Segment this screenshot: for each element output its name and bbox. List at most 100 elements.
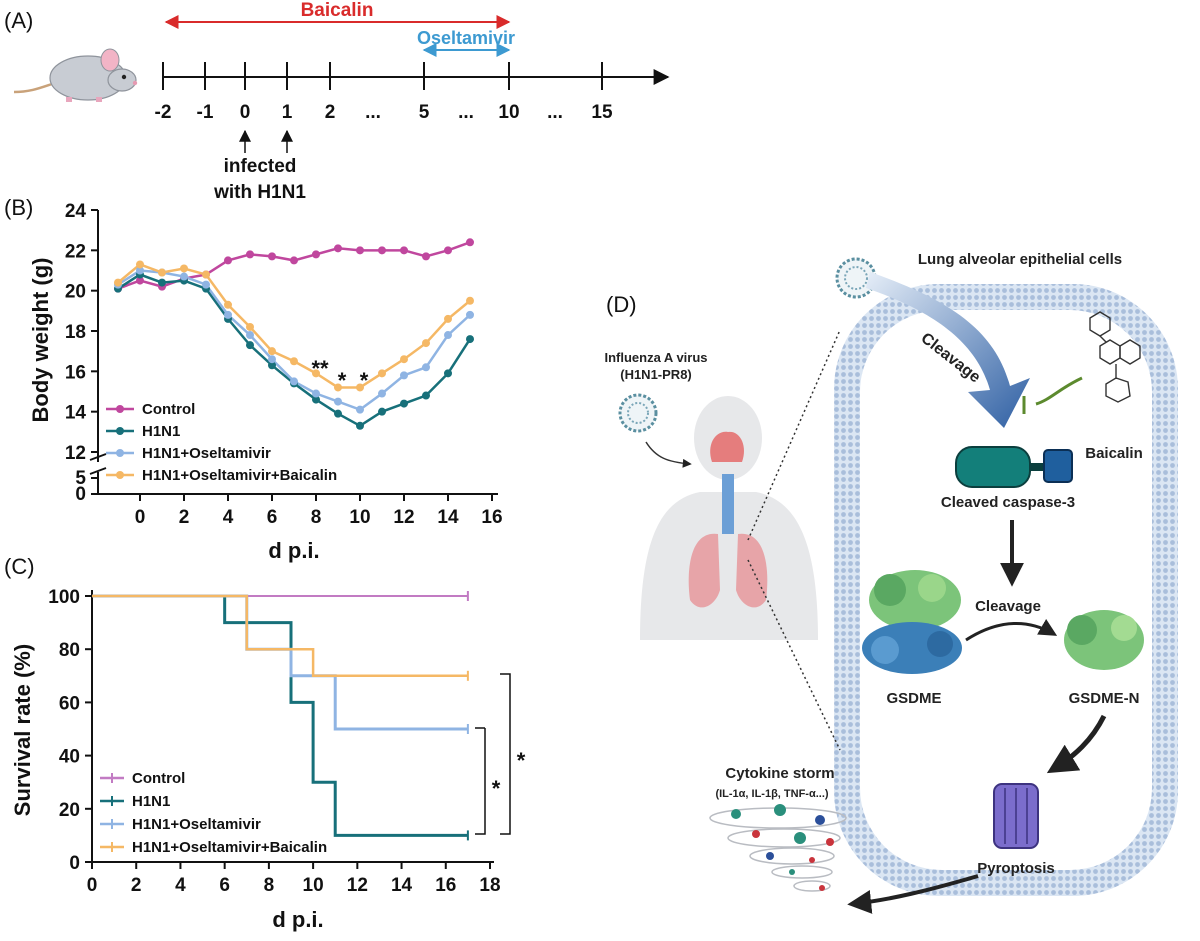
weight-point: [400, 246, 408, 255]
weight-point: [400, 399, 408, 408]
weight-point: [180, 264, 188, 273]
cytokine-list-label: (IL-1α, IL-1β, TNF-α...): [715, 788, 828, 800]
cleaved-caspase-label: Cleaved caspase-3: [941, 494, 1075, 511]
weight-point: [246, 331, 254, 340]
legend-label: H1N1+Oseltamivir: [132, 816, 261, 833]
y-tick-label: 12: [65, 443, 86, 464]
legend-label: H1N1+Oseltamivir+Baicalin: [142, 467, 337, 484]
axis-break-mark: [89, 453, 107, 461]
y-tick-label: 22: [65, 241, 86, 262]
body-weight-legend: ControlH1N1H1N1+OseltamivirH1N1+Oseltami…: [106, 401, 337, 484]
survival-y-label: Survival rate (%): [10, 644, 35, 816]
timeline-tick-label: 2: [325, 102, 336, 123]
weight-point: [224, 256, 232, 265]
weight-point: [334, 397, 342, 406]
mechanism-diagram: Lung alveolar epithelial cells Cleavage …: [604, 251, 1178, 914]
weight-point: [136, 260, 144, 269]
weight-point: [202, 280, 210, 289]
timeline-tick-label: ...: [547, 102, 563, 123]
baicalin-label: Baicalin: [301, 0, 374, 21]
x-tick-label: 16: [481, 507, 502, 528]
legend-swatch-marker: [116, 427, 124, 435]
weight-point: [444, 314, 452, 323]
y-tick-label: 16: [65, 362, 86, 383]
x-tick-label: 0: [87, 875, 98, 896]
weight-point: [312, 389, 320, 398]
x-tick-label: 6: [219, 875, 230, 896]
with-h1n1-label: with H1N1: [213, 182, 306, 203]
timeline-tick-label: 5: [419, 102, 430, 123]
body-weight-x-label: d p.i.: [268, 538, 319, 563]
weight-point: [334, 409, 342, 418]
weight-point: [466, 310, 474, 319]
survival-line-1: [92, 594, 468, 837]
x-tick-label: 4: [175, 875, 186, 896]
weight-point: [290, 256, 298, 265]
y-tick-label: 20: [65, 282, 86, 303]
timeline-tick-label: -2: [155, 102, 172, 123]
panel-label-c: (C): [4, 554, 35, 579]
caspase-linker: [1030, 463, 1044, 471]
legend-swatch-marker: [116, 449, 124, 457]
legend-label: H1N1+Oseltamivir: [142, 445, 271, 462]
significance-mark: *: [360, 368, 369, 393]
survival-legend: ControlH1N1H1N1+OseltamivirH1N1+Oseltami…: [100, 770, 327, 856]
virus-icon-left: [618, 393, 658, 433]
oseltamivir-label: Oseltamivir: [417, 28, 515, 48]
weight-point: [466, 238, 474, 247]
weight-point: [312, 250, 320, 259]
weight-point: [466, 335, 474, 344]
caspase-large-subunit: [955, 446, 1031, 488]
significance-bracket-outer: [500, 673, 511, 835]
y-tick-label: 18: [65, 322, 86, 343]
influenza-label: Influenza A virus: [604, 350, 707, 365]
weight-point: [378, 246, 386, 255]
significance-mark: *: [338, 368, 347, 393]
x-tick-label: 4: [223, 507, 234, 528]
weight-point: [268, 361, 276, 370]
gsdme-label: GSDME: [886, 690, 941, 707]
y-tick-label: 100: [48, 587, 80, 608]
legend-label: Control: [142, 401, 195, 418]
weight-point: [334, 383, 342, 392]
cytokine-storm-label: Cytokine storm: [725, 765, 834, 782]
survival-line-2: [92, 594, 468, 731]
gsdme-cleavage-arrow: [965, 618, 1058, 642]
panel-label-d: (D): [606, 292, 637, 317]
survival-x-label: d p.i.: [272, 907, 323, 932]
legend-label: H1N1: [132, 793, 170, 810]
weight-point: [114, 278, 122, 287]
cytokine-storm-icon: [709, 807, 847, 892]
timeline-tick-label: ...: [458, 102, 474, 123]
survival-line-3: [92, 594, 468, 678]
weight-point: [378, 407, 386, 416]
significance-mark: *: [492, 776, 501, 801]
gsdme-protein-icon: [862, 570, 962, 674]
weight-point: [378, 389, 386, 398]
axis-break-mark: [89, 467, 107, 475]
significance-bracket-inner: [475, 728, 486, 835]
gsdme-n-to-pore-arrow: [1046, 714, 1107, 774]
weight-point: [246, 341, 254, 350]
y-tick-label: 0: [75, 484, 86, 505]
weight-point: [312, 395, 320, 404]
body-weight-chart: Body weight (g) d p.i. 12141618202224050…: [28, 201, 503, 563]
baicalin-structure-icon: [1089, 311, 1141, 403]
weight-point: [334, 244, 342, 253]
weight-point: [400, 355, 408, 364]
weight-point: [422, 252, 430, 261]
weight-point: [136, 266, 144, 275]
weight-point: [444, 246, 452, 255]
x-tick-label: 14: [437, 507, 459, 528]
weight-point: [356, 383, 364, 392]
timeline-tick-label: 0: [240, 102, 251, 123]
y-tick-label: 20: [59, 800, 80, 821]
pyroptosis-label: Pyroptosis: [977, 860, 1055, 877]
timeline-tick-label: ...: [365, 102, 381, 123]
body-weight-y-label: Body weight (g): [28, 258, 53, 423]
timeline-tick-label: 1: [282, 102, 293, 123]
x-tick-label: 10: [303, 875, 324, 896]
